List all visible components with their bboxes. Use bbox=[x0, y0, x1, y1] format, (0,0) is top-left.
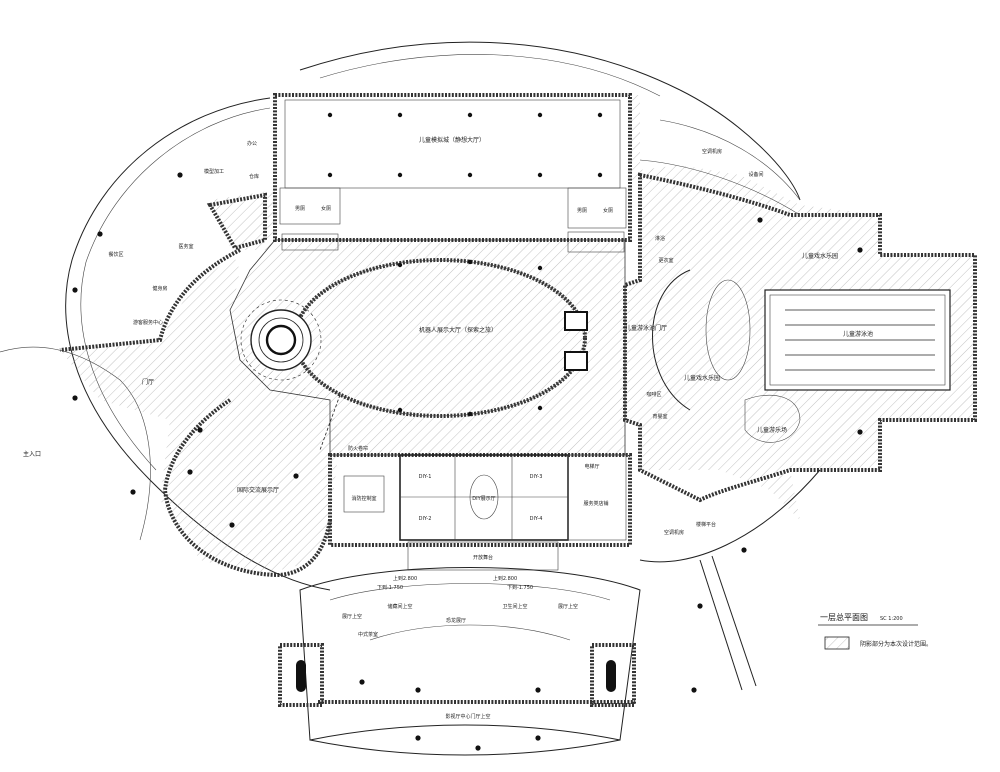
left-lower-thick bbox=[162, 398, 332, 578]
label-intl-exchange: 国际交流展示厅 bbox=[237, 486, 279, 494]
label-diy1: DIY-1 bbox=[419, 474, 432, 480]
label-cafe: 咖啡区 bbox=[646, 391, 661, 398]
children-exhibition-inner bbox=[284, 99, 621, 189]
label-kids-play: 儿童游乐场 bbox=[757, 426, 787, 434]
elevator-1 bbox=[564, 311, 588, 331]
ramp-line-a bbox=[699, 559, 743, 691]
ramp-line-b bbox=[711, 555, 757, 687]
label-control: 消防控制室 bbox=[351, 495, 376, 502]
label-restaurant: 餐饮区 bbox=[108, 251, 123, 258]
lower-arc-edge bbox=[309, 739, 621, 756]
label-up-level2: 上到2.800 bbox=[493, 575, 517, 582]
legend: 一层总平面图 SC 1:200 阴影部分为本次设计范围。 bbox=[818, 612, 932, 650]
label-toilet-f-r: 女厕 bbox=[603, 207, 613, 214]
label-diy4: DIY-4 bbox=[530, 516, 543, 522]
corridor-left bbox=[281, 233, 339, 251]
elevator-2 bbox=[564, 351, 588, 371]
structural-columns bbox=[72, 112, 863, 751]
lower-fan-hall bbox=[299, 567, 641, 741]
label-toilet-f: 女厕 bbox=[321, 205, 331, 212]
label-down-level: 下到-1.750 bbox=[377, 584, 403, 591]
label-children-exhibition: 儿童模拟城（静想大厅） bbox=[419, 136, 485, 144]
pool-lobby-arc bbox=[652, 269, 691, 411]
top-arc bbox=[299, 41, 681, 91]
label-stair-landing: 楼梯平台 bbox=[696, 521, 716, 528]
aquatic-block bbox=[623, 172, 977, 503]
label-equip: 设备间 bbox=[748, 171, 763, 178]
label-diy3: DIY-3 bbox=[530, 474, 543, 480]
label-fitness: 健身房 bbox=[152, 285, 167, 292]
label-diy-center: DIY展示厅 bbox=[472, 496, 495, 502]
legend-hatch-swatch bbox=[824, 636, 850, 650]
plan-scale: SC 1:200 bbox=[880, 616, 903, 622]
label-upper-2: 卫生间上空 bbox=[502, 603, 527, 610]
stair-left bbox=[278, 643, 324, 707]
label-store: 仓库 bbox=[249, 173, 259, 180]
label-center-upper: 影视厅中心门厅上空 bbox=[445, 713, 490, 720]
label-main-entrance: 主入口 bbox=[23, 450, 41, 458]
label-exhibit-upper: 展厅上空 bbox=[342, 613, 362, 620]
left-curve-thick bbox=[59, 248, 241, 352]
legend-text: 阴影部分为本次设计范围。 bbox=[860, 640, 932, 648]
right-service-curve bbox=[639, 159, 801, 216]
open-stage bbox=[407, 541, 559, 571]
label-dinosaur: 恐龙展厅 bbox=[446, 617, 466, 624]
service-shops bbox=[567, 454, 627, 541]
pool-lanes bbox=[785, 309, 935, 371]
label-shower: 淋浴 bbox=[655, 235, 665, 242]
plan-title: 一层总平面图 bbox=[820, 612, 868, 622]
rotunda-outer bbox=[250, 309, 312, 371]
label-elevator-hall: 电梯厅 bbox=[584, 463, 599, 470]
lower-fan-inner bbox=[329, 583, 611, 601]
label-fire: 防火卷帘 bbox=[348, 445, 368, 452]
label-office: 办公 bbox=[247, 140, 257, 147]
right-lower-curve bbox=[639, 469, 821, 563]
diy-center-ellipse bbox=[469, 474, 499, 520]
label-change: 更衣室 bbox=[658, 257, 673, 264]
lower-fan-inner2 bbox=[369, 624, 571, 641]
rotunda-mid bbox=[258, 317, 304, 363]
design-scope-hatch bbox=[60, 95, 975, 575]
label-toilet-m-r: 男厕 bbox=[577, 208, 587, 214]
stair-left-core bbox=[296, 660, 306, 692]
corridor-right bbox=[567, 231, 625, 253]
label-chinese-hall: 中式茶室 bbox=[358, 631, 378, 638]
label-children-pool: 儿童游泳池 bbox=[843, 330, 873, 338]
label-robot-hall: 机器人展示大厅（探索之旅） bbox=[419, 326, 497, 334]
label-service: 服务类店铺 bbox=[583, 500, 608, 507]
label-up-level: 上到2.800 bbox=[393, 575, 417, 582]
label-diy2: DIY-2 bbox=[419, 516, 432, 522]
label-water-park: 儿童戏水乐园 bbox=[802, 252, 838, 260]
label-front-hall: 门厅 bbox=[142, 378, 154, 386]
label-toilet-m: 男厕 bbox=[295, 206, 305, 212]
label-storage-upper: 储藏间上空 bbox=[387, 603, 412, 610]
right-arc bbox=[679, 89, 801, 201]
label-medical: 医务室 bbox=[178, 243, 193, 250]
stair-right-core bbox=[606, 660, 616, 692]
toilet-block-right bbox=[567, 187, 627, 229]
label-pool-lobby: 儿童游泳池门厅 bbox=[625, 324, 667, 332]
label-workshop: 模型加工 bbox=[204, 168, 224, 175]
label-down-level2: 下到-1.750 bbox=[507, 584, 533, 591]
label-aircon-top: 空调机房 bbox=[702, 148, 722, 155]
control-room bbox=[343, 475, 385, 513]
rotunda-ring bbox=[240, 299, 322, 381]
label-tourist-center: 游客服务中心 bbox=[133, 319, 163, 326]
children-exhibition-hall bbox=[273, 93, 632, 242]
kids-pool-shape bbox=[744, 394, 801, 443]
top-arc-inner bbox=[319, 54, 661, 97]
label-exhibit-upper-r: 展厅上空 bbox=[558, 603, 578, 610]
toilet-block-left bbox=[279, 187, 341, 225]
stair-right bbox=[590, 643, 636, 707]
label-stage: 开放舞台 bbox=[473, 554, 493, 561]
right-service-curve2 bbox=[659, 119, 801, 201]
label-nursery: 育婴室 bbox=[652, 413, 667, 420]
label-water-play: 儿童戏水乐园 bbox=[684, 374, 720, 382]
label-aircon-bottom: 空调机房 bbox=[664, 529, 684, 536]
water-slide-oval bbox=[705, 279, 751, 381]
rotunda-core bbox=[265, 324, 297, 356]
